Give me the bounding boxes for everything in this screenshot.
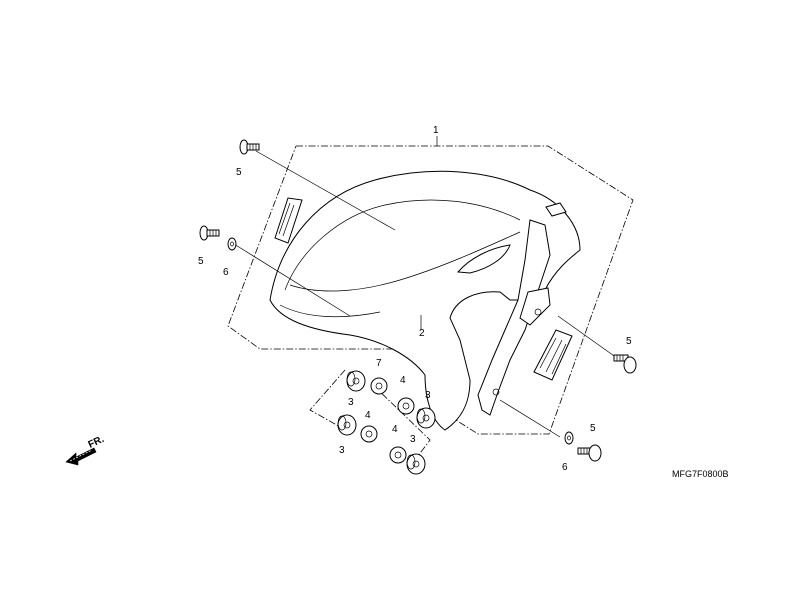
callout-grommet-a: 3 bbox=[348, 397, 354, 408]
grommet-a bbox=[346, 370, 366, 392]
callout-collar-c: 4 bbox=[365, 410, 371, 421]
screw-top bbox=[239, 139, 260, 155]
grommet-c bbox=[337, 414, 357, 436]
callout-grommet-d: 3 bbox=[410, 434, 416, 445]
grommet-d bbox=[406, 453, 426, 475]
collar-a bbox=[370, 377, 388, 395]
callout-fender: 1 bbox=[433, 125, 439, 136]
front-fender bbox=[269, 170, 581, 431]
callout-fender-label: 2 bbox=[419, 328, 425, 339]
callout-collar-a: 7 bbox=[376, 358, 382, 369]
screw-right-lower bbox=[577, 444, 602, 462]
callout-collar-b: 4 bbox=[400, 375, 406, 386]
washer-right bbox=[564, 431, 574, 445]
callout-washer-left: 6 bbox=[223, 267, 229, 278]
leader-lines bbox=[233, 136, 618, 461]
grommet-b bbox=[416, 407, 436, 429]
callout-washer-right: 6 bbox=[562, 462, 568, 473]
washer-left bbox=[227, 237, 237, 251]
callout-screw-left: 5 bbox=[198, 256, 204, 267]
diagram-code: MFG7F0800B bbox=[672, 469, 729, 479]
collar-c bbox=[360, 425, 378, 443]
screw-right-upper bbox=[613, 354, 637, 374]
callout-screw-right-lower: 5 bbox=[590, 423, 596, 434]
label-plate bbox=[274, 197, 303, 244]
callout-screw-top: 5 bbox=[236, 167, 242, 178]
assembly-outline bbox=[227, 145, 634, 435]
callout-collar-d: 4 bbox=[392, 424, 398, 435]
callout-grommet-c: 3 bbox=[339, 445, 345, 456]
callout-screw-right-upper: 5 bbox=[626, 336, 632, 347]
collar-b bbox=[397, 397, 415, 415]
direction-label: FR. bbox=[87, 434, 106, 451]
screw-left bbox=[199, 225, 220, 241]
callout-grommet-b: 3 bbox=[425, 390, 431, 401]
collar-d bbox=[389, 446, 407, 464]
front-direction-arrow-icon bbox=[65, 447, 97, 466]
